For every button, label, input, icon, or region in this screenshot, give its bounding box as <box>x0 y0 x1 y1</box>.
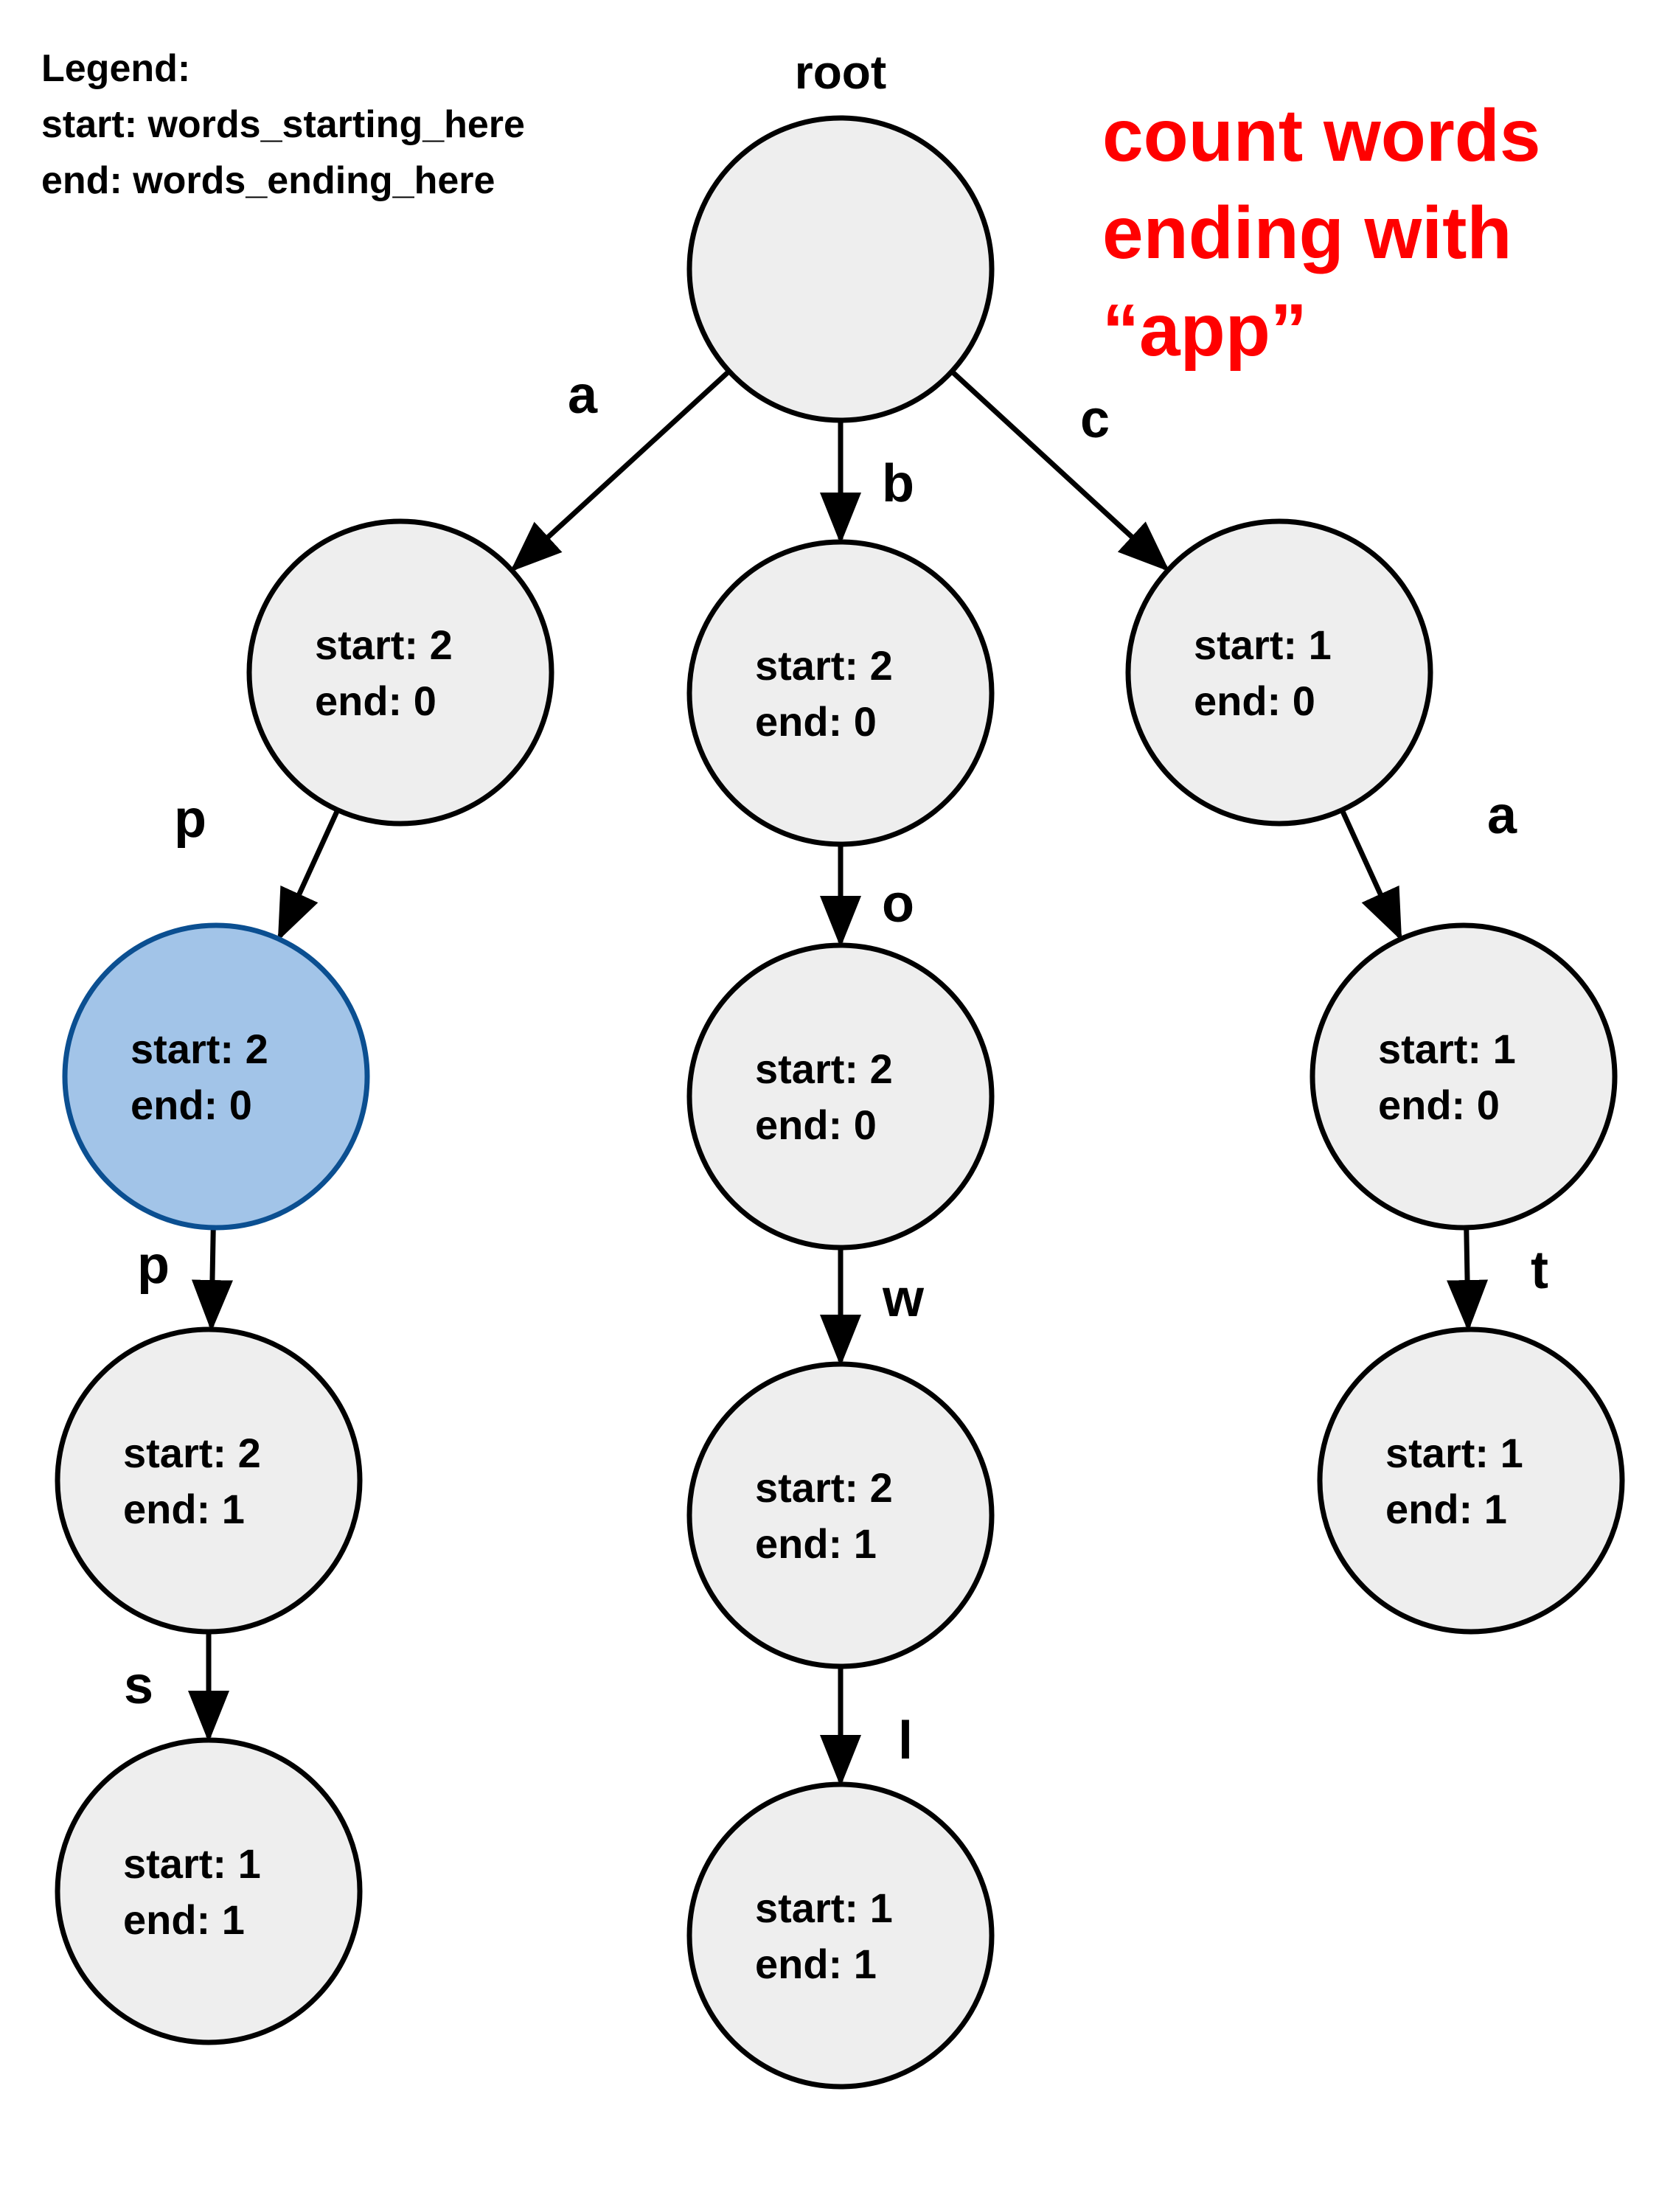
node-start-count: start: 1 <box>123 1840 261 1887</box>
node-start-count: start: 2 <box>755 642 893 689</box>
node-end-count: end: 0 <box>131 1082 252 1128</box>
trie-node-c: start: 1 end: 0 <box>1125 518 1433 827</box>
node-circle-ca <box>1310 922 1618 1231</box>
legend-title: Legend: <box>41 47 190 90</box>
node-end-count: end: 1 <box>755 1520 877 1567</box>
node-circle-bo <box>686 942 995 1251</box>
node-start-count: start: 2 <box>131 1026 268 1072</box>
node-circle-root <box>686 115 995 423</box>
trie-node-root <box>686 115 995 423</box>
edge-root-a <box>509 369 731 572</box>
trie-node-bo: start: 2 end: 0 <box>686 942 995 1251</box>
trie-node-apps: start: 1 end: 1 <box>55 1737 363 2045</box>
trie-node-ap: start: 2 end: 0 <box>62 922 370 1231</box>
legend-start-line: start: words_starting_here <box>41 103 525 146</box>
edge-label-root-c: c <box>1080 390 1110 449</box>
node-end-count: end: 0 <box>755 1102 877 1148</box>
node-circle-b <box>686 539 995 847</box>
trie-node-bowl: start: 1 end: 1 <box>686 1781 995 2090</box>
trie-node-cat: start: 1 end: 1 <box>1317 1326 1625 1635</box>
node-end-count: end: 0 <box>315 678 437 724</box>
node-start-count: start: 1 <box>1378 1026 1516 1072</box>
node-end-count: end: 0 <box>1378 1082 1500 1128</box>
edge-root-c <box>950 369 1170 572</box>
node-end-count: end: 1 <box>123 1896 245 1943</box>
node-circle-cat <box>1317 1326 1625 1635</box>
trie-node-ca: start: 1 end: 0 <box>1310 922 1618 1231</box>
node-start-count: start: 2 <box>755 1046 893 1092</box>
edge-label-bo-bow: w <box>882 1269 925 1328</box>
node-circle-bowl <box>686 1781 995 2090</box>
trie-node-b: start: 2 end: 0 <box>686 539 995 847</box>
edge-label-ap-app: p <box>137 1236 170 1295</box>
node-start-count: start: 1 <box>1194 622 1332 668</box>
nodes: start: 2 end: 0 start: 2 end: 0 start: 1 end:… <box>55 115 1625 2090</box>
edge-label-root-b: b <box>882 454 914 513</box>
caption-line-3: “app” <box>1102 289 1307 372</box>
trie-node-app: start: 2 end: 1 <box>55 1326 363 1635</box>
node-end-count: end: 1 <box>1385 1486 1507 1532</box>
node-start-count: start: 1 <box>1385 1430 1523 1476</box>
root-label: root <box>795 46 886 99</box>
edge-label-c-ca: a <box>1487 786 1517 845</box>
edge-label-bow-bowl: l <box>898 1711 913 1770</box>
node-end-count: end: 0 <box>755 698 877 745</box>
node-circle-app <box>55 1326 363 1635</box>
node-circle-ap <box>62 922 370 1231</box>
node-start-count: start: 1 <box>755 1885 893 1931</box>
node-end-count: end: 1 <box>755 1941 877 1987</box>
edge-ca-cat <box>1447 1227 1489 1332</box>
node-circle-a <box>246 518 554 827</box>
node-circle-apps <box>55 1737 363 2045</box>
edge-label-root-a: a <box>568 366 598 425</box>
edge-label-ca-cat: t <box>1531 1241 1548 1300</box>
edge-ap-app <box>191 1227 233 1332</box>
edge-label-b-bo: o <box>882 874 914 933</box>
node-circle-bow <box>686 1361 995 1669</box>
edge-c-ca <box>1339 809 1402 942</box>
caption: count words ending with “app” <box>1102 94 1540 372</box>
node-circle-c <box>1125 518 1433 827</box>
node-start-count: start: 2 <box>123 1430 261 1476</box>
edge-label-a-ap: p <box>174 790 206 849</box>
trie-node-a: start: 2 end: 0 <box>246 518 554 827</box>
legend: Legend: start: words_starting_here end: … <box>41 47 525 202</box>
caption-line-1: count words <box>1102 94 1540 177</box>
node-start-count: start: 2 <box>315 622 453 668</box>
node-end-count: end: 0 <box>1194 678 1315 724</box>
edges: a b c p o a p w t s l <box>124 366 1548 1787</box>
trie-node-bow: start: 2 end: 1 <box>686 1361 995 1669</box>
edge-label-app-apps: s <box>124 1656 153 1715</box>
legend-end-line: end: words_ending_here <box>41 159 495 202</box>
node-start-count: start: 2 <box>755 1464 893 1511</box>
caption-line-2: ending with <box>1102 192 1512 274</box>
node-end-count: end: 1 <box>123 1486 245 1532</box>
edge-a-ap <box>277 809 341 942</box>
